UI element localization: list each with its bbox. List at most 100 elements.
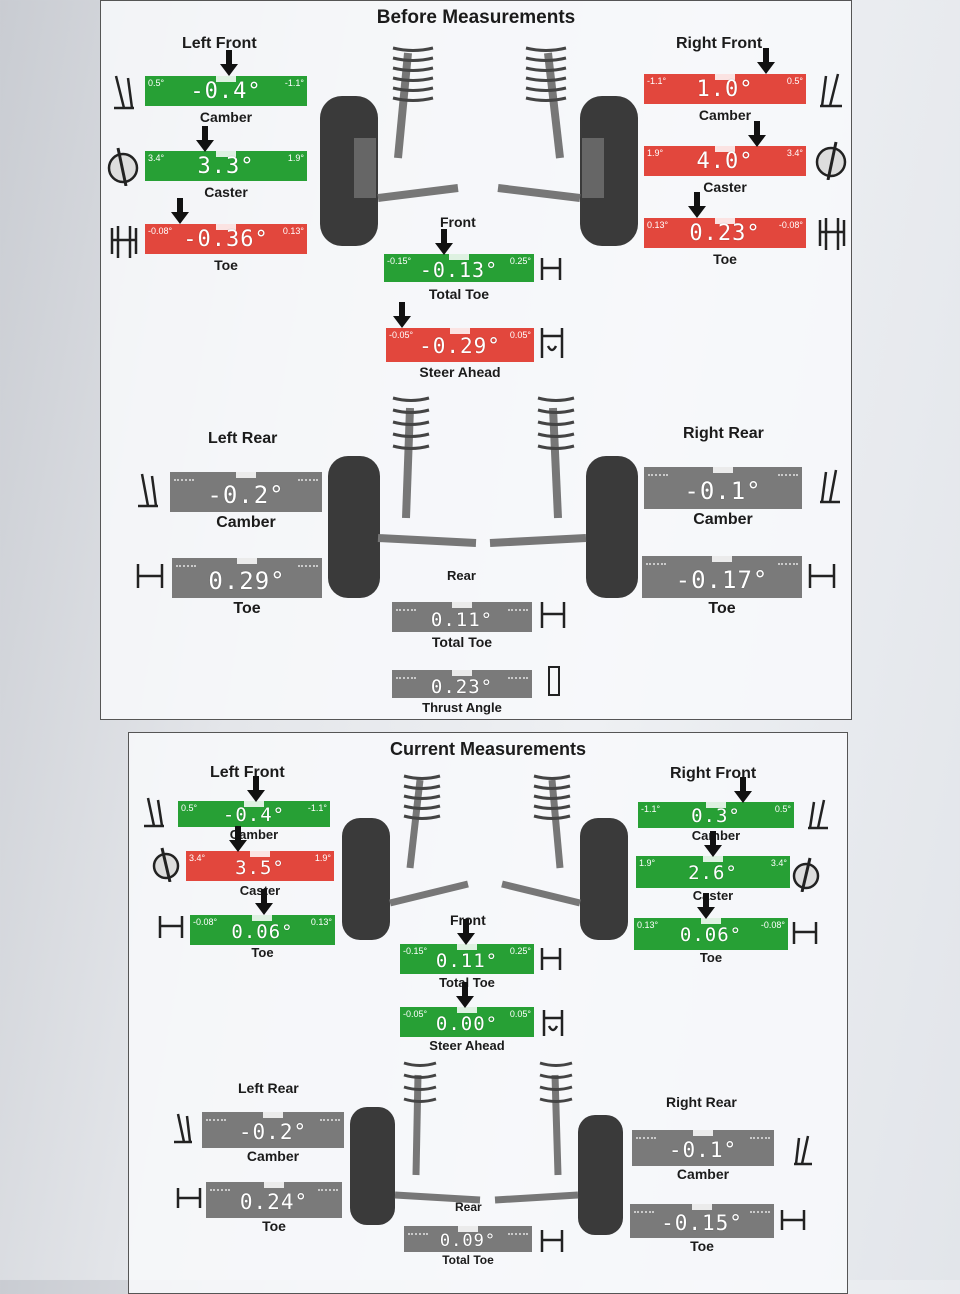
lf-caster-value: 3.5° (235, 857, 285, 879)
rf-toe-value: 0.23° (689, 221, 761, 246)
rf-camber-value: 0.3° (691, 805, 741, 827)
rr-toe-gauge: -0.15° Toe (630, 1204, 774, 1254)
rear-label: Rear (447, 568, 476, 583)
lr-toe-gauge: 0.29° Toe (172, 558, 322, 617)
front-total-toe-value: 0.11° (435, 950, 499, 972)
rr-camber-gauge: -0.1° Camber (632, 1130, 774, 1182)
front-total-toe-gauge: -0.15° 0.25° -0.13° Total Toe (384, 254, 534, 302)
rf-caster-value: 2.6° (688, 862, 738, 884)
rr-toe-value: -0.17° (675, 566, 769, 594)
total-toe-arrow-icon (435, 229, 453, 255)
caster-icon (792, 857, 820, 892)
rr-toe-value: -0.15° (661, 1211, 743, 1235)
toe-icon (158, 916, 184, 938)
thrust-angle-value: 0.23° (430, 676, 494, 698)
camber-icon (794, 1135, 812, 1166)
lr-camber-gauge: -0.2° Camber (170, 472, 322, 531)
thrust-angle-icon (548, 666, 560, 696)
camber-icon (820, 73, 842, 108)
rf-caster-value: 4.0° (696, 149, 754, 174)
rf-toe-gauge: 0.13° -0.08° 0.06° Toe (634, 918, 788, 965)
camber-icon (820, 469, 840, 504)
rr-camber-gauge: -0.1° Camber (644, 467, 802, 528)
rear-total-toe-value: 0.11° (430, 609, 494, 631)
steer-ahead-value: 0.00° (435, 1013, 499, 1035)
front-total-toe-gauge: -0.15° 0.25° 0.11° Total Toe (400, 944, 534, 990)
lr-toe-value: 0.24° (239, 1190, 309, 1214)
camber-icon (808, 799, 828, 830)
panel-title: Before Measurements (376, 7, 576, 28)
front-suspension-illustration (320, 46, 638, 246)
lf-caster-arrow-icon (229, 826, 247, 852)
rf-caster-arrow-icon (704, 831, 722, 857)
rf-toe-arrow-icon (697, 893, 715, 919)
caster-icon (107, 147, 139, 186)
total-toe-icon (540, 602, 566, 628)
lr-toe-value: 0.29° (208, 567, 286, 595)
rf-camber-value: 1.0° (696, 77, 754, 102)
steer-ahead-value: -0.29° (419, 334, 501, 358)
right-rear-heading: Right Rear (683, 425, 764, 442)
rf-caster-gauge: 1.9° 3.4° 4.0° Caster (644, 146, 806, 195)
thrust-angle-gauge: 0.23° Thrust Angle (392, 670, 532, 715)
steer-ahead-arrow-icon (393, 302, 411, 328)
lf-toe-gauge: -0.08° 0.13° 0.06° Toe (190, 915, 335, 960)
steer-ahead-arrow-icon (456, 982, 474, 1008)
rf-camber-arrow-icon (734, 777, 752, 803)
lf-camber-value: -0.4° (222, 804, 286, 826)
left-rear-heading: Left Rear (208, 430, 278, 447)
lr-camber-value: -0.2° (238, 1120, 308, 1144)
right-front-heading: Right Front (670, 765, 757, 782)
camber-icon (138, 473, 158, 508)
rf-camber-gauge: -1.1° 0.5° 0.3° Camber (638, 802, 794, 843)
toe-icon (780, 1210, 806, 1230)
rf-toe-gauge: 0.13° -0.08° 0.23° Toe (644, 218, 806, 267)
steer-ahead-icon (542, 1010, 564, 1036)
rf-camber-gauge: -1.1° 0.5° 1.0° Camber (644, 74, 806, 123)
camber-icon (174, 1113, 192, 1144)
panel-title: Current Measurements (389, 739, 587, 759)
toe-icon (808, 564, 836, 588)
lf-caster-gauge: 3.4° 1.9° 3.5° Caster (186, 851, 334, 898)
rear-label: Rear (455, 1200, 482, 1214)
left-front-heading: Left Front (210, 764, 285, 781)
lf-caster-value: 3.3° (197, 154, 255, 179)
rear-total-toe-gauge: 0.11° Total Toe (392, 602, 532, 650)
total-toe-icon (540, 258, 562, 280)
lf-toe-value: 0.06° (231, 921, 294, 943)
lf-camber-arrow-icon (220, 50, 238, 76)
lr-toe-gauge: 0.24° Toe (206, 1182, 342, 1234)
steer-ahead-icon (540, 328, 564, 358)
lf-caster-arrow-icon (196, 126, 214, 152)
caster-icon (815, 141, 847, 180)
lf-toe-arrow-icon (255, 889, 273, 915)
total-toe-icon (540, 1230, 564, 1252)
rear-total-toe-value: 0.09° (439, 1231, 497, 1251)
lr-camber-value: -0.2° (207, 481, 285, 509)
toe-icon (818, 218, 846, 250)
lf-caster-gauge: 3.4° 1.9° 3.3° Caster (145, 151, 307, 200)
rf-toe-arrow-icon (688, 192, 706, 218)
toe-icon (176, 1188, 202, 1208)
lr-camber-gauge: -0.2° Camber (202, 1112, 344, 1164)
rf-camber-arrow-icon (757, 48, 775, 74)
steer-ahead-gauge: -0.05° 0.05° 0.00° Steer Ahead (400, 1007, 534, 1053)
lf-toe-arrow-icon (171, 198, 189, 224)
rear-suspension-illustration (350, 1061, 623, 1235)
rr-toe-gauge: -0.17° Toe (642, 556, 802, 617)
camber-icon (144, 797, 164, 828)
right-rear-heading: Right Rear (666, 1094, 737, 1110)
rf-caster-gauge: 1.9° 3.4° 2.6° Caster (636, 856, 790, 903)
left-rear-heading: Left Rear (238, 1080, 299, 1096)
rf-caster-arrow-icon (748, 121, 766, 147)
caster-icon (152, 847, 180, 882)
right-front-heading: Right Front (676, 35, 763, 52)
lf-camber-arrow-icon (247, 776, 265, 802)
left-front-heading: Left Front (182, 35, 257, 52)
lf-toe-gauge: -0.08° 0.13° -0.36° Toe (145, 224, 307, 273)
rear-suspension-illustration (328, 396, 638, 598)
lf-camber-gauge: 0.5° -1.1° -0.4° Camber (145, 76, 307, 125)
rf-toe-value: 0.06° (679, 924, 743, 946)
toe-icon (792, 922, 818, 944)
lf-toe-value: -0.36° (183, 227, 269, 252)
